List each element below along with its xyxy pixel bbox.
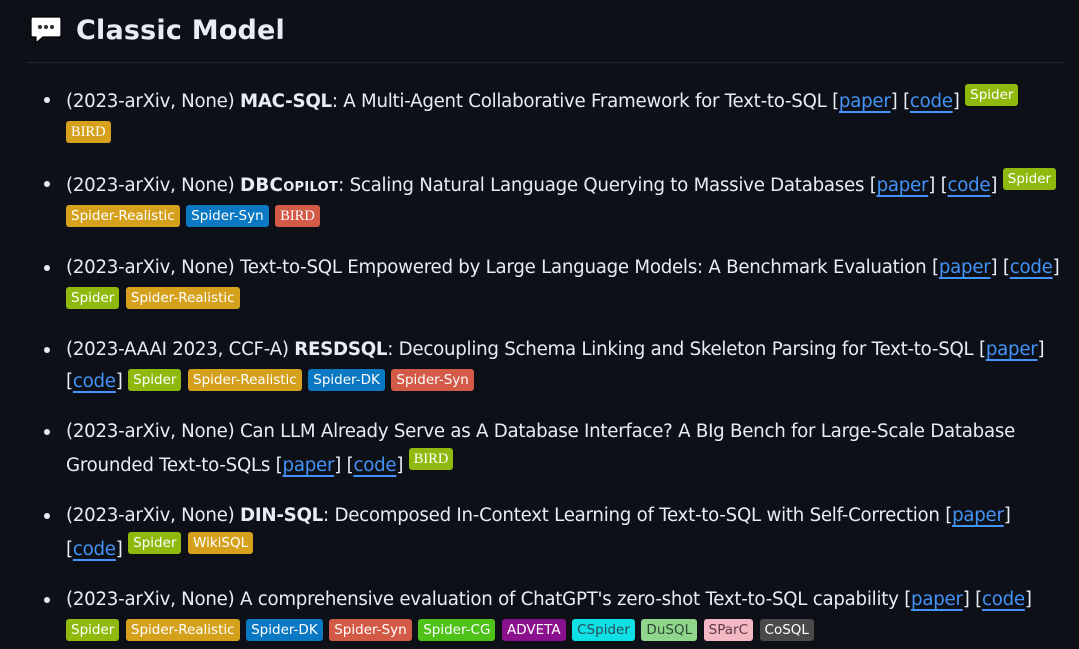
code-link[interactable]: code	[1009, 257, 1053, 278]
paper-title: Text-to-SQL Empowered by Large Language …	[239, 257, 932, 278]
paper-meta: (2023-arXiv, None)	[66, 91, 240, 112]
dataset-badge-spider-cg: Spider-CG	[418, 619, 496, 641]
paper-meta: (2023-arXiv, None)	[66, 421, 240, 442]
paper-meta: (2023-arXiv, None)	[66, 175, 240, 196]
paper-title: : A Multi-Agent Collaborative Framework …	[331, 91, 833, 112]
dataset-badge-spider: Spider	[66, 619, 120, 641]
dataset-badge-spider: Spider	[1002, 168, 1057, 190]
paper-link[interactable]: paper	[985, 339, 1038, 360]
paper-link[interactable]: paper	[938, 257, 991, 278]
paper-link[interactable]: paper	[952, 505, 1004, 526]
dataset-badge-spider-dk: Spider-DK	[308, 369, 385, 391]
dataset-badge-spider-realistic: Spider-Realistic	[125, 287, 240, 309]
code-link[interactable]: code	[72, 539, 116, 560]
dataset-badge-spider: Spider	[128, 532, 182, 554]
dataset-badge-spider: Spider	[965, 84, 1019, 106]
dataset-badge-spider-realistic: Spider-Realistic	[66, 205, 180, 227]
paper-item: (2023-arXiv, None) DIN-SQL: Decomposed I…	[26, 500, 1066, 566]
paper-meta: (2023-AAAI 2023, CCF-A)	[66, 339, 295, 360]
paper-item: (2023-arXiv, None) A comprehensive evalu…	[26, 584, 1066, 648]
paper-name: DBCopilot	[239, 175, 339, 196]
paper-item: (2023-arXiv, None) Text-to-SQL Empowered…	[26, 252, 1066, 316]
paper-meta: (2023-arXiv, None)	[66, 589, 240, 610]
dataset-badge-bird: BIRD	[408, 448, 454, 470]
paper-name: RESDSQL	[294, 339, 388, 360]
dataset-badge-cspider: CSpider	[572, 619, 635, 641]
dataset-badge-wikisql: WikiSQL	[188, 532, 254, 554]
dataset-badge-bird: BIRD	[275, 205, 320, 227]
dataset-badge-spider-syn: Spider-Syn	[186, 205, 269, 227]
paper-item: (2023-arXiv, None) Can LLM Already Serve…	[26, 416, 1066, 482]
code-link[interactable]: code	[947, 175, 991, 196]
dataset-badge-spider-dk: Spider-DK	[246, 619, 323, 641]
paper-link[interactable]: paper	[282, 455, 335, 476]
paper-link[interactable]: paper	[838, 91, 891, 112]
paper-link[interactable]: paper	[876, 175, 929, 196]
code-link[interactable]: code	[909, 91, 953, 112]
dataset-badge-bird: BIRD	[66, 121, 111, 143]
dataset-badge-spider: Spider	[128, 369, 182, 391]
paper-list: (2023-arXiv, None) MAC-SQL: A Multi-Agen…	[26, 84, 1064, 648]
section-title: Classic Model	[76, 14, 286, 46]
paper-title: A comprehensive evaluation of ChatGPT's …	[239, 589, 905, 610]
dataset-badge-spider-realistic: Spider-Realistic	[125, 619, 240, 641]
paper-item: (2023-AAAI 2023, CCF-A) RESDSQL: Decoupl…	[26, 334, 1066, 398]
paper-meta: (2023-arXiv, None)	[66, 257, 240, 278]
paper-item: (2023-arXiv, None) DBCopilot: Scaling Na…	[26, 168, 1066, 234]
dataset-badge-spider-syn: Spider-Syn	[391, 369, 474, 391]
speech-balloon-icon	[30, 15, 62, 45]
paper-name: DIN-SQL	[239, 505, 324, 526]
code-link[interactable]: code	[353, 455, 397, 476]
dataset-badge-spider-syn: Spider-Syn	[329, 619, 412, 641]
dataset-badge-dusql: DuSQL	[641, 619, 698, 641]
section-heading: Classic Model	[26, 0, 1064, 63]
paper-item: (2023-arXiv, None) MAC-SQL: A Multi-Agen…	[26, 84, 1066, 150]
dataset-badge-sparc: SParC	[703, 619, 753, 641]
paper-meta: (2023-arXiv, None)	[66, 505, 240, 526]
dataset-badge-spider-realistic: Spider-Realistic	[188, 369, 302, 391]
paper-title: : Scaling Natural Language Querying to M…	[338, 175, 870, 196]
paper-name: MAC-SQL	[239, 91, 332, 112]
dataset-badge-adveta: ADVETA	[501, 619, 566, 641]
dataset-badge-cosql: CoSQL	[759, 619, 814, 641]
paper-title: : Decoupling Schema Linking and Skeleton…	[387, 339, 979, 360]
paper-link[interactable]: paper	[911, 589, 963, 610]
code-link[interactable]: code	[981, 589, 1025, 610]
code-link[interactable]: code	[72, 371, 116, 392]
paper-title: : Decomposed In-Context Learning of Text…	[323, 505, 946, 526]
paper-title: Can LLM Already Serve as A Database Inte…	[66, 421, 1016, 476]
dataset-badge-spider: Spider	[66, 287, 120, 309]
